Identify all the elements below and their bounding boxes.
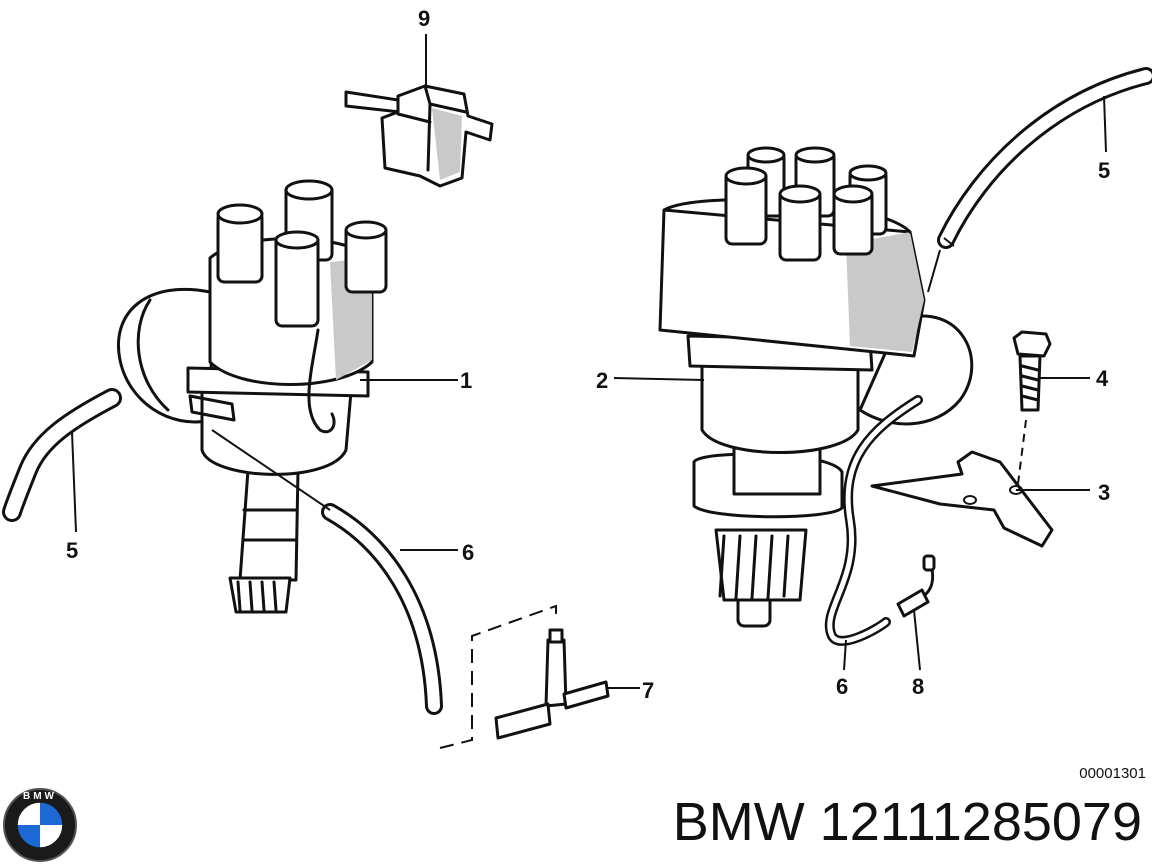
tube-right-part (824, 395, 923, 646)
callout-9: 9 (418, 6, 430, 31)
callout-1: 1 (460, 368, 472, 393)
distributor-left (117, 179, 388, 614)
callout-4: 4 (1096, 366, 1109, 391)
callout-8: 8 (912, 674, 924, 699)
document-number: 00001301 (1079, 765, 1146, 782)
callout-3: 3 (1098, 480, 1110, 505)
leader-lines (71, 34, 1107, 689)
callout-6-left: 6 (462, 540, 474, 565)
bracket-part (870, 450, 1054, 548)
hose-right-part (927, 67, 1152, 293)
logo-lettering: BMW (23, 791, 57, 802)
callout-5-right: 5 (1098, 158, 1110, 183)
callout-6-right: 6 (836, 674, 848, 699)
bolt-part (1012, 330, 1052, 485)
clip-part (344, 84, 494, 188)
bmw-roundel-icon: BMW (3, 788, 77, 862)
hose-left-part (2, 388, 122, 522)
part-number-caption: BMW 12111285079 (672, 792, 1142, 852)
callout-5-left: 5 (66, 538, 78, 563)
distributor-right (658, 146, 974, 628)
tube-left-part (211, 429, 443, 715)
callout-7: 7 (642, 678, 654, 703)
callout-2: 2 (596, 368, 608, 393)
connector-sleeve-part (896, 554, 936, 618)
tee-connector-part (439, 604, 610, 749)
